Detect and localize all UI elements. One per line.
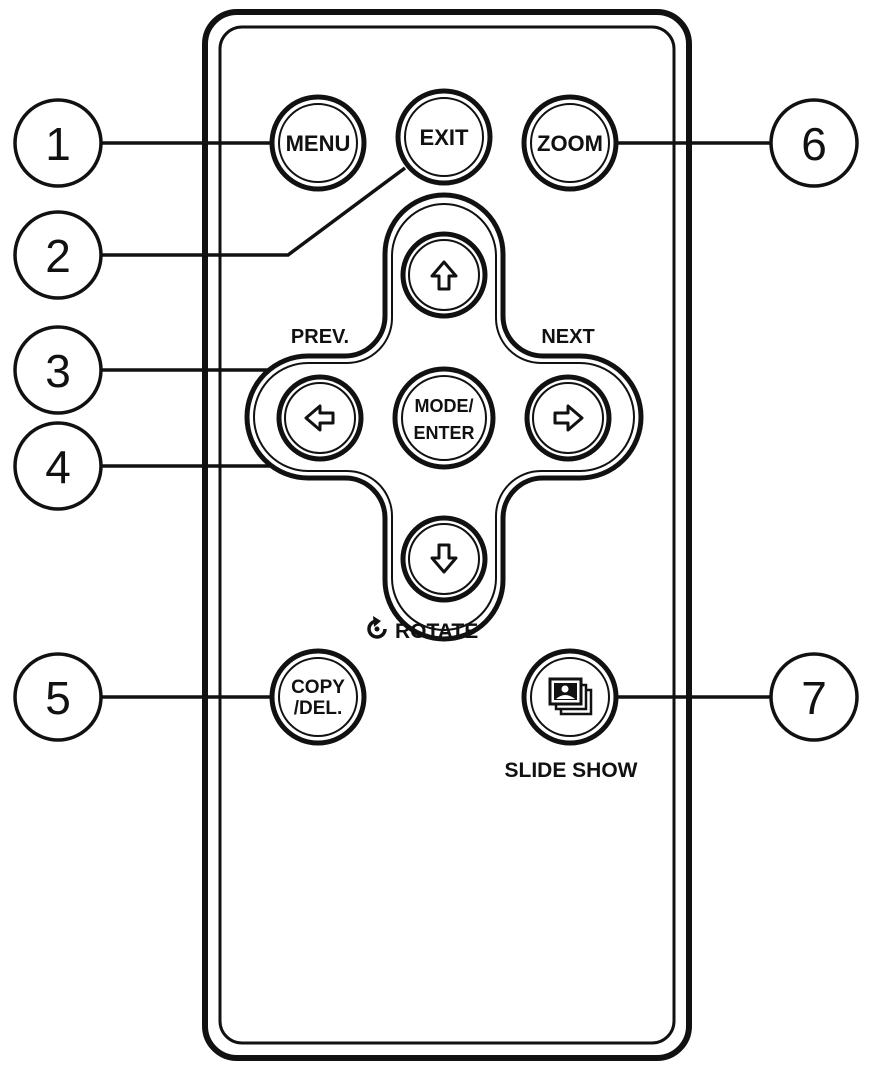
- down-button[interactable]: [400, 515, 488, 603]
- copy-delete-label-line2: /DEL.: [294, 698, 343, 719]
- callout-3: 3: [13, 325, 103, 415]
- rotate-label: ROTATE: [395, 620, 478, 643]
- copy-delete-button[interactable]: COPY /DEL.: [269, 648, 367, 746]
- callout-lines: [102, 141, 772, 699]
- callout-7: 7: [769, 652, 859, 742]
- prev-label: PREV.: [291, 326, 349, 348]
- mode-enter-label-line2: ENTER: [413, 423, 474, 443]
- rotate-icon: [367, 616, 387, 639]
- callout-3-number: 3: [45, 345, 71, 397]
- callout-5: 5: [13, 652, 103, 742]
- arrow-up-icon: [430, 260, 458, 291]
- exit-button-label: EXIT: [420, 125, 469, 150]
- callout-5-number: 5: [45, 672, 71, 724]
- callout-4: 4: [13, 421, 103, 511]
- exit-button[interactable]: EXIT: [395, 88, 493, 186]
- arrow-left-icon: [304, 404, 335, 432]
- callout-1-number: 1: [45, 118, 71, 170]
- mode-enter-button[interactable]: MODE/ ENTER: [392, 366, 496, 470]
- arrow-down-icon: [430, 543, 458, 574]
- mode-enter-label-line1: MODE/: [414, 396, 473, 416]
- arrow-right-icon: [553, 404, 584, 432]
- callout-2: 2: [13, 210, 103, 300]
- menu-button[interactable]: MENU: [269, 94, 367, 192]
- prev-button[interactable]: [276, 374, 364, 462]
- slide-show-icon: [548, 677, 593, 716]
- callout-7-number: 7: [801, 672, 827, 724]
- slide-show-label: SLIDE SHOW: [504, 759, 637, 782]
- next-button[interactable]: [524, 374, 612, 462]
- callout-6-number: 6: [801, 118, 827, 170]
- callout-2-number: 2: [45, 230, 71, 282]
- copy-delete-label-line1: COPY: [291, 677, 345, 698]
- callout-4-number: 4: [45, 441, 71, 493]
- zoom-button[interactable]: ZOOM: [521, 94, 619, 192]
- zoom-button-label: ZOOM: [537, 131, 603, 156]
- callout-1: 1: [13, 98, 103, 188]
- up-button[interactable]: [400, 231, 488, 319]
- menu-button-label: MENU: [286, 131, 351, 156]
- next-label: NEXT: [541, 326, 594, 348]
- callout-6: 6: [769, 98, 859, 188]
- slide-show-button[interactable]: [521, 648, 619, 746]
